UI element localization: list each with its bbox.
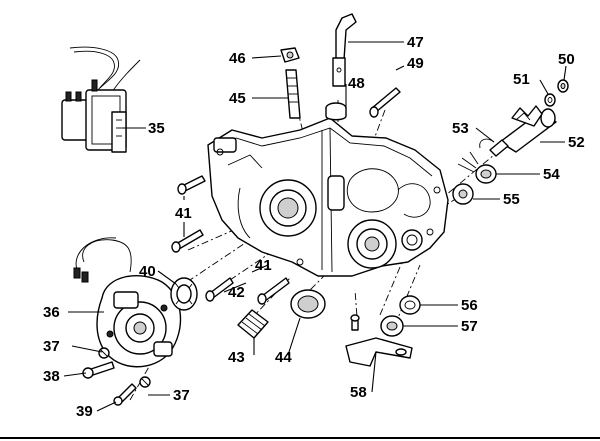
shaft-45-part <box>285 69 301 119</box>
callout-43: 43 <box>228 349 245 366</box>
callout-35: 35 <box>148 120 165 137</box>
crankcase-part <box>207 117 449 277</box>
callout-41-upper: 41 <box>175 205 192 222</box>
washer-51-part <box>544 93 556 107</box>
callout-38: 38 <box>43 368 60 385</box>
callout-49: 49 <box>407 55 424 72</box>
nut-50-part <box>557 79 569 93</box>
callout-37-lower: 37 <box>173 387 190 404</box>
callout-47: 47 <box>407 34 424 51</box>
stator-plate-part <box>73 237 182 368</box>
callout-50: 50 <box>558 51 575 68</box>
washer-55-part <box>452 183 474 205</box>
screw-37-part <box>98 347 110 359</box>
bracket-58-part <box>345 314 413 367</box>
screw-39-part <box>113 383 137 406</box>
selector-shaft-47-part <box>332 13 357 87</box>
nut-46-part <box>280 47 300 63</box>
callout-54: 54 <box>543 166 560 183</box>
ignition-coil-part <box>61 46 141 153</box>
callout-52: 52 <box>568 134 585 151</box>
callout-45: 45 <box>229 90 246 107</box>
callout-37-upper: 37 <box>43 338 60 355</box>
callout-36: 36 <box>43 304 60 321</box>
callout-51: 51 <box>513 71 530 88</box>
screw-37b-part <box>139 376 151 388</box>
callout-55: 55 <box>503 191 520 208</box>
callout-53: 53 <box>452 120 469 137</box>
washer-57-part <box>380 315 404 337</box>
callout-42: 42 <box>228 284 245 301</box>
spring-54-part <box>457 151 497 184</box>
callout-48: 48 <box>348 75 365 92</box>
bolt-49-part <box>369 87 401 118</box>
callout-56: 56 <box>461 297 478 314</box>
bearing-40-part <box>170 277 198 311</box>
washer-56-part <box>399 295 421 315</box>
screw-38-part <box>82 361 115 379</box>
bolts-41-part <box>171 175 206 253</box>
callout-39: 39 <box>76 403 93 420</box>
bolts-42-part <box>205 277 290 305</box>
bushing-48-part <box>325 102 347 121</box>
callout-labels: 35 36 37 37 38 39 40 41 41 42 43 44 45 4… <box>43 34 585 420</box>
callout-40: 40 <box>139 263 156 280</box>
callout-57: 57 <box>461 318 478 335</box>
leader-lines <box>63 41 567 412</box>
callout-58: 58 <box>350 384 367 401</box>
callout-46: 46 <box>229 50 246 67</box>
seal-44-part <box>290 289 326 319</box>
callout-44: 44 <box>275 349 292 366</box>
callout-41-lower: 41 <box>255 257 272 274</box>
kickstart-shaft-52-part <box>499 105 557 153</box>
sleeve-43-part <box>237 309 269 339</box>
